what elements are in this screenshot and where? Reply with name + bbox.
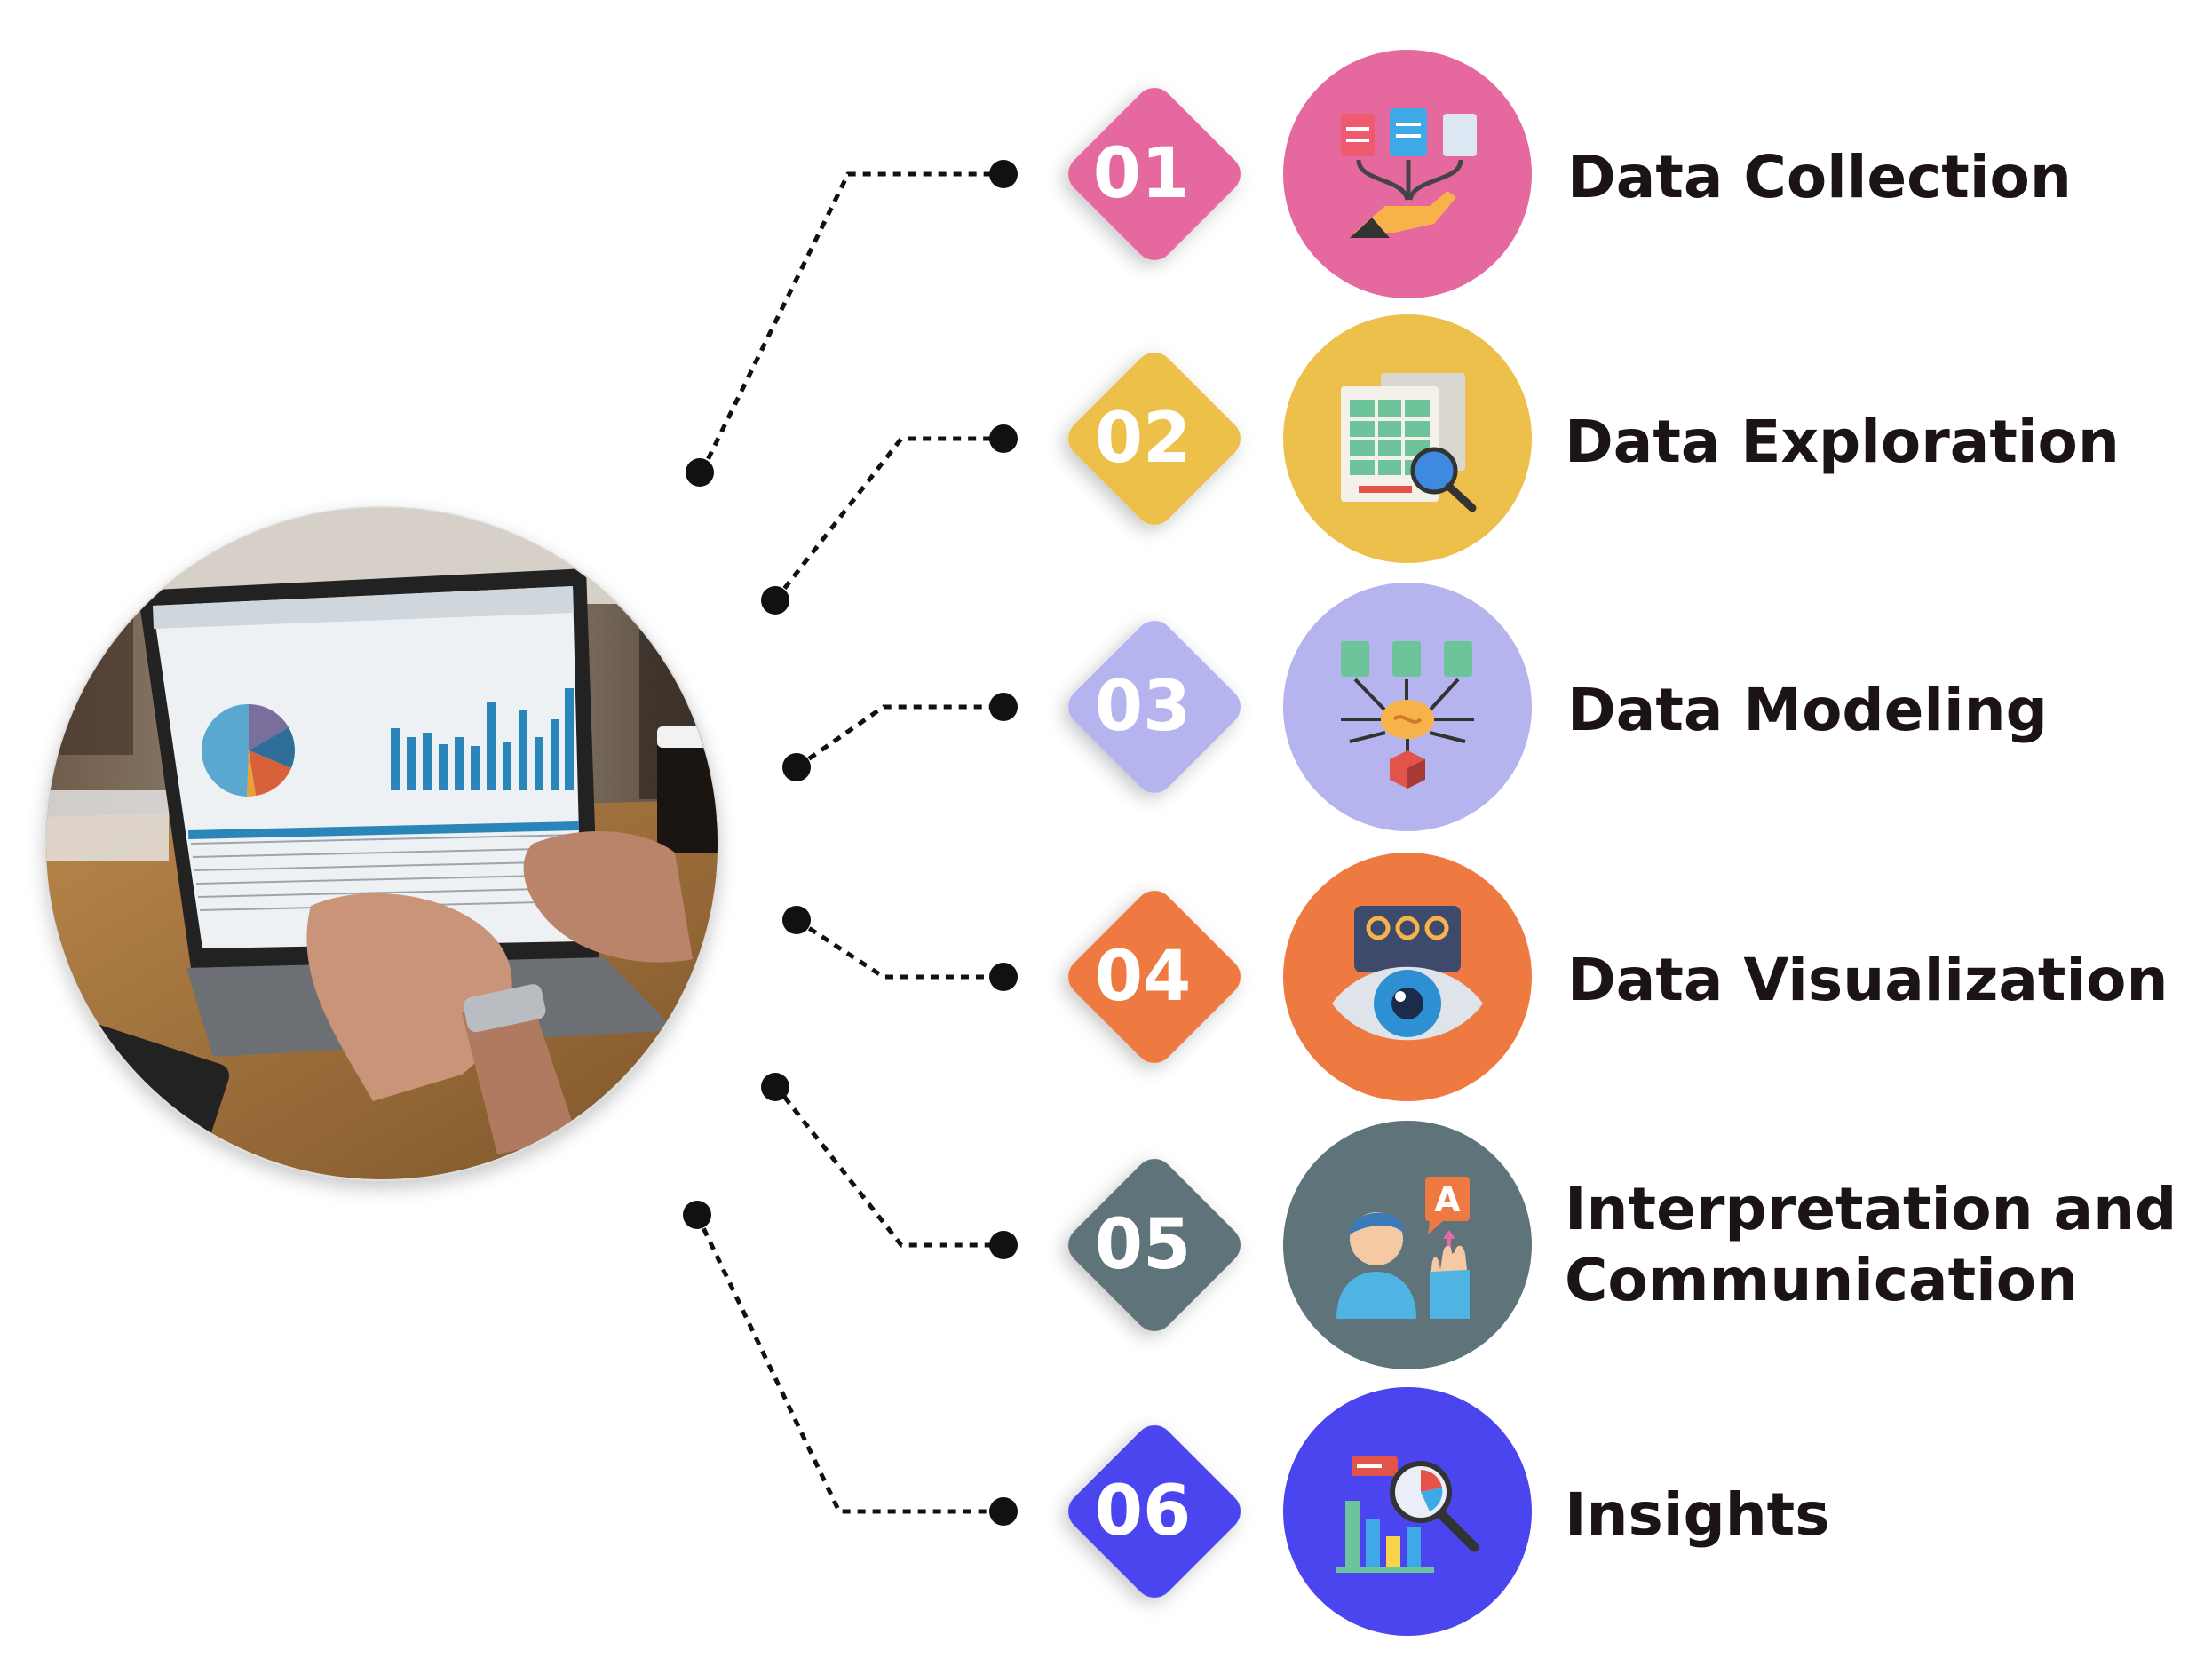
connector-05 <box>773 1083 1003 1248</box>
connector-02 <box>773 436 1003 602</box>
step-01-label: Data Collection <box>1567 143 2072 211</box>
step-06-label: Insights <box>1565 1480 1830 1549</box>
step-02: 02 Data Exploration <box>1068 314 2120 563</box>
step-03: 03 Data Modeling <box>1068 583 2048 831</box>
step-05-label: Interpretation and Communication <box>1565 1175 2197 1314</box>
data-exploration-icon <box>1341 373 1477 512</box>
connector-04 <box>795 917 1003 980</box>
step-03-number: 03 <box>1095 667 1192 747</box>
connector-03 <box>795 704 1003 770</box>
step-02-label: Data Exploration <box>1565 408 2120 476</box>
step-03-diamond <box>1068 621 1241 793</box>
step-02-diamond <box>1068 353 1241 525</box>
step-06-number: 06 <box>1095 1472 1192 1551</box>
step-01-number: 01 <box>1093 134 1190 214</box>
svg-text:A: A <box>1434 1180 1461 1219</box>
step-04-number: 04 <box>1095 937 1192 1017</box>
data-visualization-icon <box>1332 906 1483 1041</box>
step-05: 05 A Interpretation and Communication <box>1068 1121 2197 1369</box>
interpretation-communication-icon: A <box>1336 1177 1470 1319</box>
laptop-data-dashboard-photo <box>44 506 719 1181</box>
step-05-circle <box>1283 1121 1532 1369</box>
connector-06 <box>694 1213 1003 1514</box>
connector-01 <box>699 171 1003 474</box>
step-04-label: Data Visualization <box>1567 946 2168 1014</box>
insights-icon <box>1336 1456 1479 1573</box>
data-modeling-icon <box>1341 641 1474 789</box>
step-02-number: 02 <box>1095 399 1192 479</box>
step-05-label-line-1: Interpretation and <box>1565 1175 2176 1243</box>
step-04-diamond <box>1068 891 1241 1063</box>
step-01: 01 Data Collection <box>1068 50 2072 298</box>
step-04: 04 Data Visualization <box>1068 853 2168 1101</box>
connectors <box>694 171 1003 1514</box>
step-05-diamond <box>1068 1159 1241 1331</box>
step-05-number: 05 <box>1095 1205 1192 1285</box>
step-06: 06 Insights <box>1068 1387 1830 1636</box>
data-collection-icon <box>1341 108 1477 238</box>
step-06-diamond <box>1068 1425 1241 1598</box>
connector-dots <box>683 160 1018 1526</box>
step-01-diamond <box>1068 88 1241 260</box>
step-03-label: Data Modeling <box>1567 676 2048 744</box>
step-05-label-line-2: Communication <box>1565 1246 2078 1314</box>
